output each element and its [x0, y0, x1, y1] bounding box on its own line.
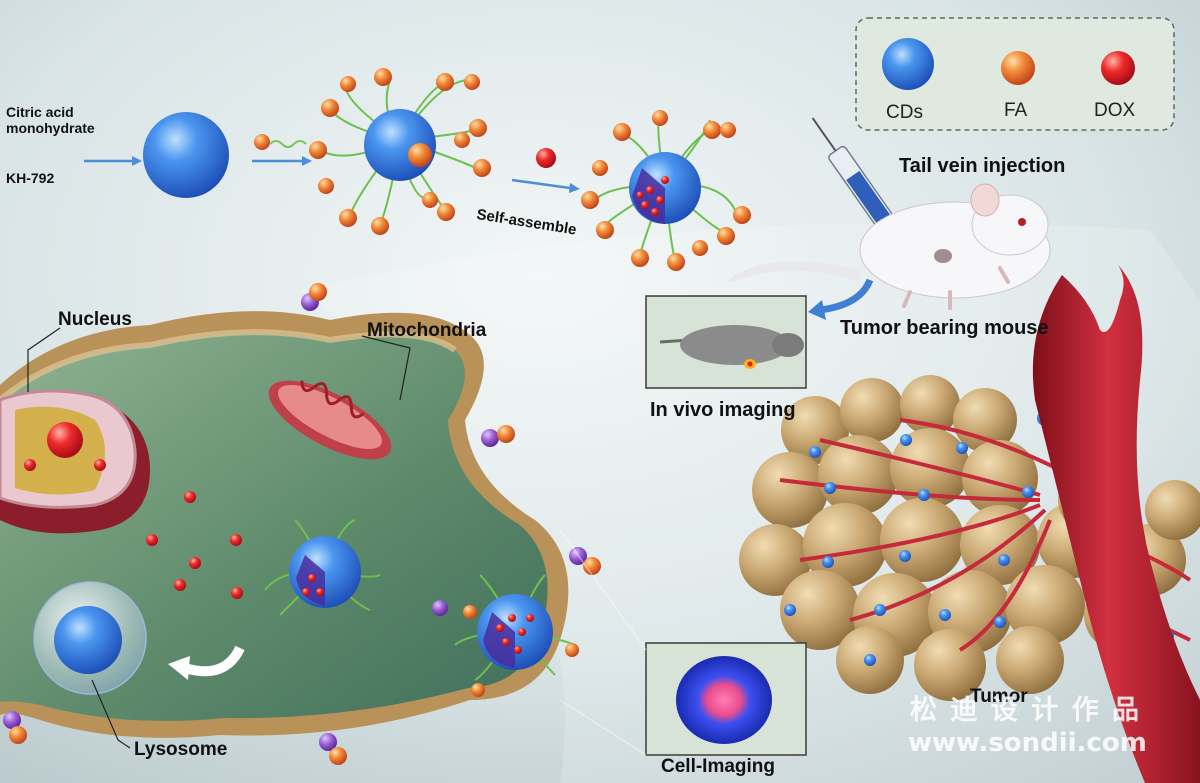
zoom-guide: [559, 529, 647, 756]
imaged-cell: [676, 656, 772, 744]
fa-linker: [269, 140, 307, 148]
fa-cd-particle: [309, 68, 491, 235]
fa-cd-dox-particle: [581, 110, 751, 271]
legend-fa-swatch: [1001, 51, 1035, 85]
blood-vessel: [1032, 265, 1200, 783]
tumor-bearing-mouse-label: Tumor bearing mouse: [840, 317, 1049, 339]
dox-molecule: [536, 148, 556, 168]
released-dox: [146, 491, 243, 599]
mouse-to-imaging-arrow-head: [808, 300, 826, 320]
nucleus-leader: [27, 327, 61, 392]
carbon-dot: [143, 112, 229, 198]
nucleus: [0, 389, 150, 534]
mitochondria-leader: [361, 335, 411, 401]
legend-cd-swatch: [882, 38, 934, 90]
lysosome: [33, 581, 147, 695]
lysosome-arrow: [183, 645, 245, 677]
legend-dox-label: DOX: [1094, 100, 1136, 121]
nucleus-label: Nucleus: [58, 309, 132, 330]
arrow-3: [511, 178, 571, 190]
tumor-capillaries: [779, 418, 1192, 652]
tail-vein-injection-label: Tail vein injection: [899, 155, 1066, 177]
in-vivo-imaging-label: In vivo imaging: [650, 399, 796, 421]
legend-fa-label: FA: [1004, 100, 1028, 121]
arrow-2-head: [302, 156, 312, 166]
membrane-nanoparticle: [454, 574, 579, 697]
watermark-cn: 松 迪 设 计 作 品: [910, 695, 1141, 726]
cytoplasm-nanoparticle: [264, 519, 381, 616]
legend-cd-label: CDs: [886, 102, 923, 123]
legend-dox-swatch: [1101, 51, 1135, 85]
mouse-illustration: [728, 183, 1051, 310]
imaged-mouse: [659, 325, 804, 369]
mitochondria-label: Mitochondria: [367, 320, 487, 341]
reagent-citric-acid: Citric acid monohydrate: [6, 104, 95, 136]
lysosome-leader: [91, 679, 131, 749]
mouse-to-imaging-arrow: [819, 278, 874, 314]
fa-molecule: [254, 134, 270, 150]
tumor-label: Tumor: [970, 686, 1028, 707]
arrow-3-head: [569, 183, 580, 193]
reagent-kh792: KH-792: [6, 170, 55, 186]
lysosome-label: Lysosome: [134, 739, 228, 760]
mitochondria: [268, 380, 392, 460]
lysosome-arrow-head: [168, 656, 190, 680]
folate-receptors: [3, 283, 601, 765]
watermark-url: www.sondii.com: [908, 728, 1147, 758]
arrow-1-head: [132, 156, 142, 166]
cell-imaging-label: Cell-Imaging: [661, 756, 776, 777]
